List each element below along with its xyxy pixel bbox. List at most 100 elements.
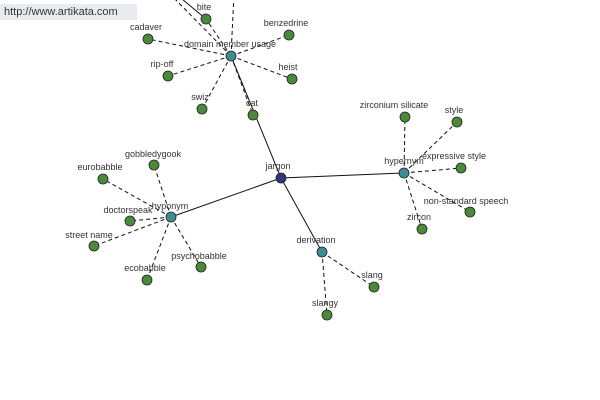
leaf-node-dot[interactable] (195, 261, 207, 273)
edge-non-standard-speech (403, 172, 471, 213)
watermark-url[interactable]: http://www.artikata.com (0, 4, 137, 20)
leaf-node-dot[interactable] (200, 13, 212, 25)
edge-offscreen (175, 0, 232, 57)
node-doctorspeak[interactable]: doctorspeak (103, 205, 153, 227)
edge-hyponym (170, 177, 282, 218)
edge-eurobabble (102, 178, 172, 218)
node-label: expressive style (422, 151, 486, 161)
leaf-node-dot[interactable] (196, 103, 208, 115)
node-swiz[interactable]: swiz (191, 92, 209, 115)
hub-node-dot[interactable] (165, 211, 177, 223)
node-label: eurobabble (77, 162, 122, 172)
node-label: gobbledygook (125, 149, 182, 159)
node-bite[interactable]: bite (197, 2, 212, 25)
node-cadaver[interactable]: cadaver (130, 22, 162, 45)
node-slang[interactable]: slang (361, 270, 383, 293)
edge-expressive-style (403, 167, 462, 174)
node-zirconium-silicate[interactable]: zirconium silicate (360, 100, 429, 123)
leaf-node-dot[interactable] (88, 240, 100, 252)
graph-nodes: bite cadaver benzedrine rip-off heist swiz cat… (65, 2, 509, 321)
leaf-node-dot[interactable] (399, 111, 411, 123)
leaf-node-dot[interactable] (321, 309, 333, 321)
hub-node-dot[interactable] (398, 167, 410, 179)
node-label: domain member usage (184, 39, 276, 49)
node-label: doctorspeak (103, 205, 153, 215)
leaf-node-dot[interactable] (416, 223, 428, 235)
node-rip-off[interactable]: rip-off (151, 59, 174, 82)
edge-derivation (280, 177, 323, 253)
leaf-node-dot[interactable] (451, 116, 463, 128)
graph-edges (93, 0, 471, 316)
node-label: heist (278, 62, 298, 72)
node-gobbledygook[interactable]: gobbledygook (125, 149, 182, 171)
leaf-node-dot[interactable] (247, 109, 259, 121)
node-eurobabble[interactable]: eurobabble (77, 162, 123, 185)
node-jargon[interactable]: jargon (264, 161, 291, 184)
node-psychobabble[interactable]: psychobabble (171, 251, 227, 273)
node-zircon[interactable]: zircon (407, 212, 431, 235)
node-label: street name (65, 230, 113, 240)
leaf-node-dot[interactable] (141, 274, 153, 286)
edge-slangy (321, 251, 328, 316)
node-label: benzedrine (264, 18, 309, 28)
node-heist[interactable]: heist (278, 62, 298, 85)
edge-psychobabble (170, 216, 202, 268)
center-node-dot[interactable] (275, 172, 287, 184)
hub-node-dot[interactable] (225, 50, 237, 62)
node-hypernym[interactable]: hypernym (384, 156, 424, 179)
node-label: psychobabble (171, 251, 227, 261)
edge-offscreen (182, 0, 207, 20)
edge-slang (321, 251, 375, 288)
edge-offscreen (230, 0, 235, 57)
node-label: hypernym (384, 156, 424, 166)
node-street-name[interactable]: street name (65, 230, 113, 252)
node-label: swiz (191, 92, 209, 102)
leaf-node-dot[interactable] (464, 206, 476, 218)
node-label: hyponym (152, 201, 189, 211)
node-label: derivation (296, 235, 335, 245)
node-label: zirconium silicate (360, 100, 429, 110)
leaf-node-dot[interactable] (142, 33, 154, 45)
leaf-node-dot[interactable] (97, 173, 109, 185)
leaf-node-dot[interactable] (148, 159, 160, 171)
leaf-node-dot[interactable] (455, 162, 467, 174)
leaf-node-dot[interactable] (162, 70, 174, 82)
node-non-standard-speech[interactable]: non-standard speech (424, 196, 509, 218)
node-label: jargon (264, 161, 290, 171)
node-label: cadaver (130, 22, 162, 32)
edge-rip-off (167, 55, 232, 77)
leaf-node-dot[interactable] (286, 73, 298, 85)
node-style[interactable]: style (445, 105, 464, 128)
node-derivation[interactable]: derivation (296, 235, 336, 258)
node-cat[interactable]: cat (246, 98, 259, 121)
leaf-node-dot[interactable] (283, 29, 295, 41)
edge-zirconium-silicate (403, 116, 406, 174)
node-label: slang (361, 270, 383, 280)
node-domain-member-usage[interactable]: domain member usage (184, 39, 276, 62)
node-slangy[interactable]: slangy (312, 298, 339, 321)
edge-gobbledygook (153, 164, 172, 218)
node-expressive-style[interactable]: expressive style (422, 151, 486, 174)
node-label: style (445, 105, 464, 115)
node-label: zircon (407, 212, 431, 222)
leaf-node-dot[interactable] (124, 215, 136, 227)
node-ecobabble[interactable]: ecobabble (124, 263, 166, 286)
node-label: bite (197, 2, 212, 12)
edge-cadaver (147, 38, 232, 57)
node-label: cat (246, 98, 259, 108)
node-benzedrine[interactable]: benzedrine (264, 18, 309, 41)
node-label: ecobabble (124, 263, 166, 273)
node-label: non-standard speech (424, 196, 509, 206)
edge-ecobabble (146, 216, 172, 281)
edge-benzedrine (230, 34, 290, 57)
edge-style (403, 121, 458, 174)
node-hyponym[interactable]: hyponym (152, 201, 189, 223)
edge-heist (230, 55, 293, 80)
node-label: rip-off (151, 59, 174, 69)
leaf-node-dot[interactable] (368, 281, 380, 293)
hub-node-dot[interactable] (316, 246, 328, 258)
node-label: slangy (312, 298, 339, 308)
edge-bite (205, 18, 232, 57)
edge-hypernym (280, 172, 405, 179)
